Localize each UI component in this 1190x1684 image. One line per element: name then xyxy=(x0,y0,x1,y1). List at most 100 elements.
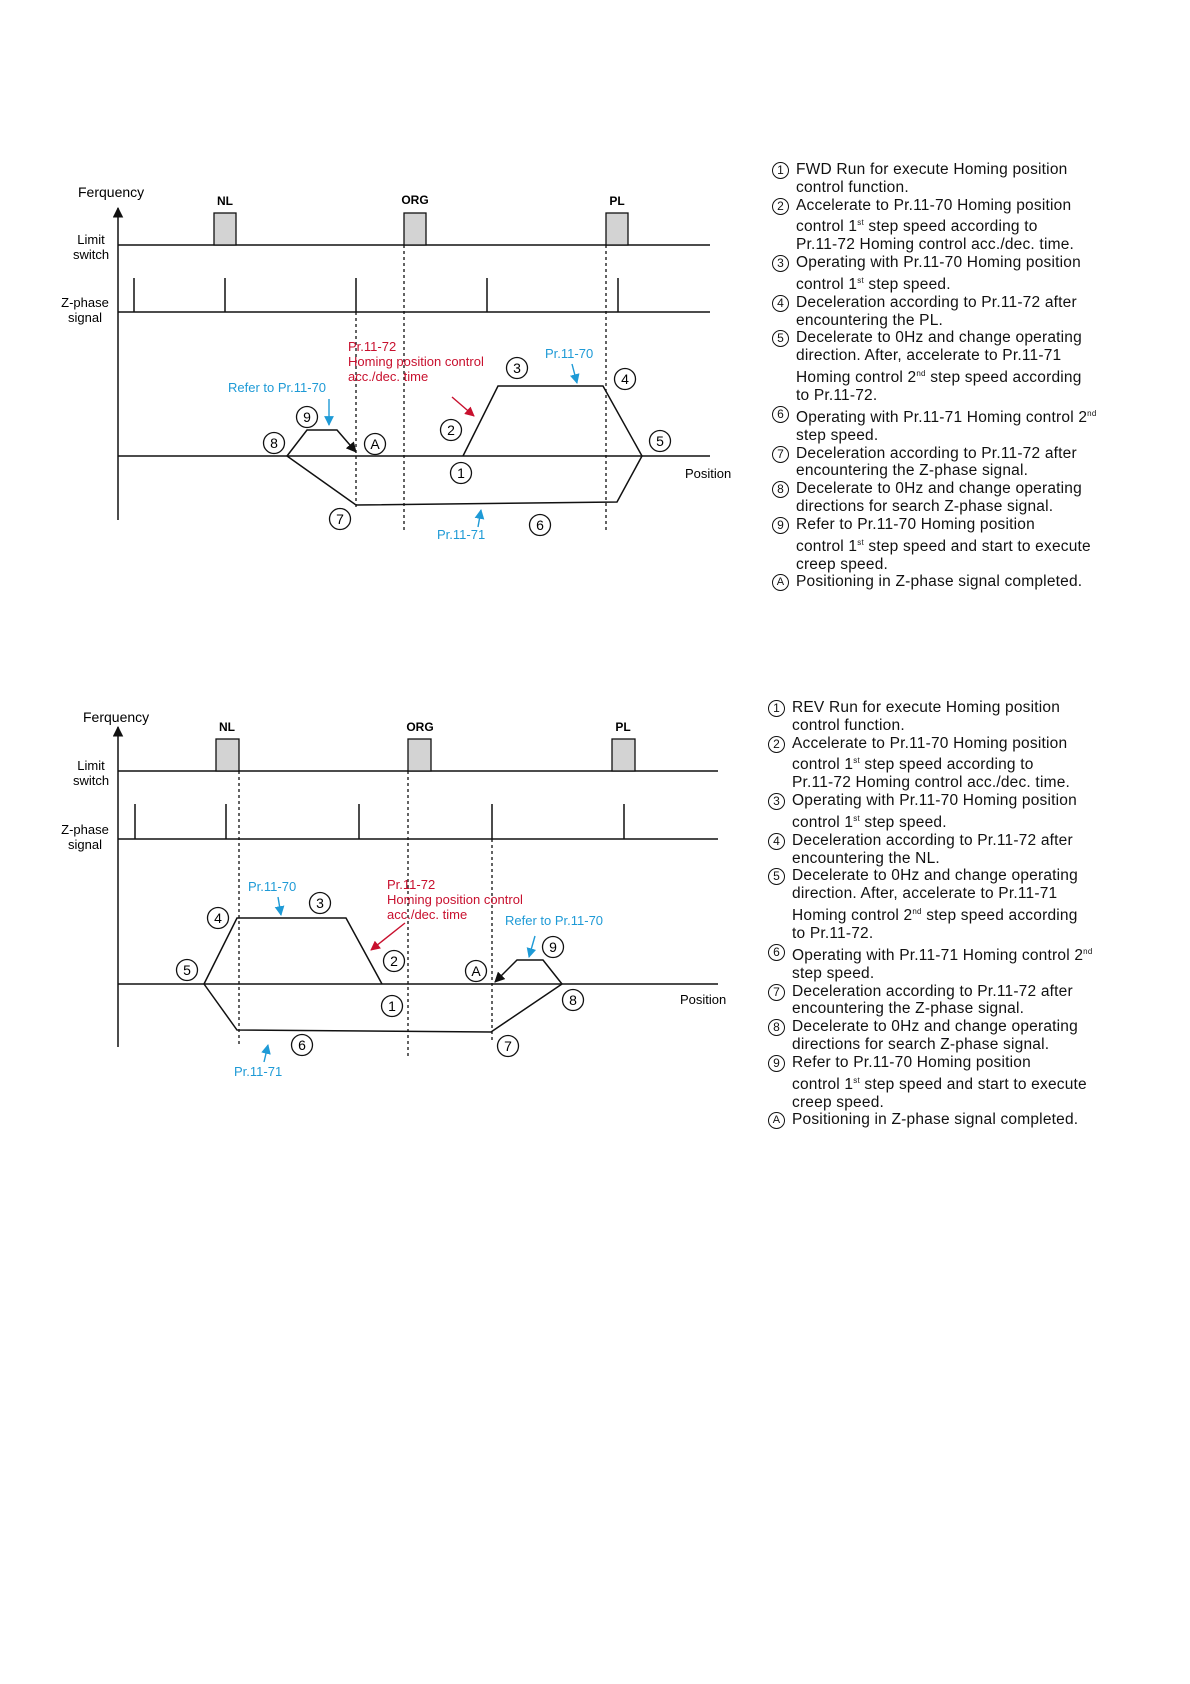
marker-icon: 8 xyxy=(772,481,789,499)
svg-text:6: 6 xyxy=(536,517,544,533)
nl-label: NL xyxy=(217,194,233,208)
red-homing-control: Homing position control xyxy=(348,354,484,369)
svg-text:3: 3 xyxy=(513,360,521,376)
marker-icon: 3 xyxy=(772,255,789,273)
svg-text:9: 9 xyxy=(303,409,311,425)
org-box xyxy=(407,738,432,772)
svg-text:7: 7 xyxy=(504,1038,512,1054)
nl-label: NL xyxy=(219,720,235,734)
marker-icon: 5 xyxy=(772,330,789,348)
limit-label-1: Limit xyxy=(77,232,105,247)
marker-a: A xyxy=(363,432,387,456)
dashed-guides xyxy=(238,771,493,1057)
marker-6: 6 xyxy=(290,1033,314,1057)
marker-icon: 5 xyxy=(768,868,785,886)
red-arrow xyxy=(370,922,406,951)
nl-box xyxy=(215,738,240,772)
marker-4: 4 xyxy=(613,367,637,391)
blue-pr1171-arrow xyxy=(261,1044,271,1063)
zphase-label-1: Z-phase xyxy=(61,295,109,310)
svg-text:8: 8 xyxy=(569,992,577,1008)
org-label: ORG xyxy=(406,720,433,734)
forward-profile xyxy=(203,983,563,1033)
svg-text:3: 3 xyxy=(316,895,324,911)
blue-pr1170-arrow xyxy=(570,363,580,384)
frequency-axis-title: Ferquency xyxy=(78,184,144,200)
limit-label-1: Limit xyxy=(77,758,105,773)
svg-text:5: 5 xyxy=(183,962,191,978)
zphase-label-1: Z-phase xyxy=(61,822,109,837)
pl-box xyxy=(605,212,629,246)
pl-label: PL xyxy=(615,720,630,734)
marker-7: 7 xyxy=(328,507,352,531)
org-box xyxy=(403,212,427,246)
marker-1: 1 xyxy=(449,461,473,485)
limit-label-2: switch xyxy=(73,247,109,262)
marker-2: 2 xyxy=(439,418,463,442)
marker-9: 9 xyxy=(295,405,319,429)
svg-text:2: 2 xyxy=(447,422,455,438)
nl-box xyxy=(213,212,237,246)
marker-8: 8 xyxy=(262,431,286,455)
marker-icon: A xyxy=(768,1112,785,1130)
creep-profile xyxy=(494,959,563,985)
svg-text:5: 5 xyxy=(656,433,664,449)
homing-diagram-fwd: Ferquency Limit switch NL ORG PL Z-phase… xyxy=(0,160,760,580)
marker-icon: 6 xyxy=(768,943,785,961)
marker-icon: 2 xyxy=(772,197,789,215)
zphase-label-2: signal xyxy=(68,310,102,325)
blue-pr1170-label: Pr.11-70 xyxy=(545,346,593,361)
svg-text:7: 7 xyxy=(336,511,344,527)
reverse-profile xyxy=(286,455,643,506)
marker-2: 2 xyxy=(382,949,406,973)
marker-icon: 2 xyxy=(768,735,785,753)
marker-icon: 4 xyxy=(768,832,785,850)
pl-label: PL xyxy=(609,194,624,208)
marker-icon: 6 xyxy=(772,405,789,423)
marker-5: 5 xyxy=(648,429,672,453)
red-accdec: acc./dec. time xyxy=(348,369,428,384)
org-label: ORG xyxy=(401,193,428,207)
blue-pr1171-arrow xyxy=(474,509,485,528)
position-label: Position xyxy=(680,992,726,1007)
marker-icon: 3 xyxy=(768,793,785,811)
frequency-axis-title: Ferquency xyxy=(83,709,149,725)
red-pr1172: Pr.11-72 xyxy=(387,877,435,892)
red-homing-control: Homing position control xyxy=(387,892,523,907)
svg-text:1: 1 xyxy=(388,998,396,1014)
position-label: Position xyxy=(685,466,731,481)
homing-diagram-rev-svg: Ferquency Limit switch NL ORG PL Z-phase… xyxy=(61,709,726,1079)
svg-text:A: A xyxy=(370,436,380,452)
svg-text:1: 1 xyxy=(457,465,465,481)
pl-box xyxy=(611,738,636,772)
dashed-guides xyxy=(355,245,607,530)
homing-diagram-rev: Ferquency Limit switch NL ORG PL Z-phase… xyxy=(0,685,760,1105)
marker-icon: 1 xyxy=(772,162,789,179)
marker-6: 6 xyxy=(528,513,552,537)
zphase-pulses xyxy=(133,278,619,312)
marker-icon: 1 xyxy=(768,700,785,717)
red-arrow xyxy=(451,396,475,417)
limit-label-2: switch xyxy=(73,773,109,788)
svg-text:9: 9 xyxy=(549,939,557,955)
creep-profile xyxy=(286,429,357,457)
svg-text:6: 6 xyxy=(298,1037,306,1053)
blue-refer-arrow xyxy=(526,935,537,958)
svg-text:2: 2 xyxy=(390,953,398,969)
